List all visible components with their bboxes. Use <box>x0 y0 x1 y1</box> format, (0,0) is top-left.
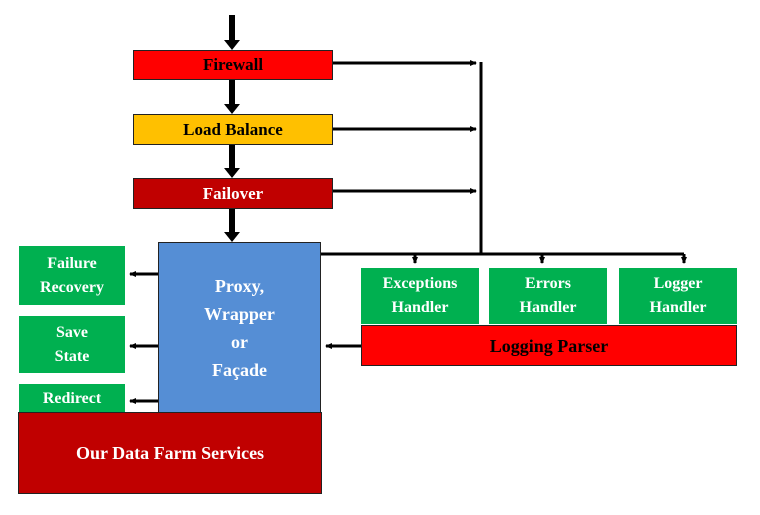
proxy-box: Proxy, Wrapper or Façade <box>158 242 321 414</box>
data-farm-services-label: Our Data Farm Services <box>75 443 265 463</box>
logger-handler-box: Logger Handler <box>619 268 737 324</box>
logging-parser-box: Logging Parser <box>361 325 737 366</box>
errors-handler-box: Errors Handler <box>489 268 607 324</box>
exceptions-handler-box: Exceptions Handler <box>361 268 479 324</box>
pipeline-arrows <box>224 15 240 242</box>
firewall-box: Firewall <box>133 50 333 80</box>
failover-box: Failover <box>133 178 333 209</box>
logging-parser-label: Logging Parser <box>489 335 609 356</box>
save-state-line-2: State <box>54 347 90 365</box>
errors-handler-line-1: Errors <box>525 275 571 292</box>
failover-label: Failover <box>202 183 264 203</box>
load-balance-box: Load Balance <box>133 114 333 145</box>
logger-handler-line-2: Handler <box>649 299 707 316</box>
data-farm-services-box: Our Data Farm Services <box>18 412 322 494</box>
proxy-line-4: Façade <box>212 360 267 380</box>
errors-handler-line-2: Handler <box>519 299 577 316</box>
redirect-label: Redirect <box>42 390 102 407</box>
load-balance-label: Load Balance <box>183 119 283 139</box>
save-state-box: Save State <box>19 316 125 373</box>
firewall-label: Firewall <box>202 55 264 74</box>
redirect-box: Redirect <box>19 384 125 414</box>
proxy-line-3: or <box>231 332 248 352</box>
exceptions-handler-line-1: Exceptions <box>382 275 458 292</box>
proxy-to-actions <box>129 271 361 404</box>
save-state-line-1: Save <box>56 323 88 341</box>
exceptions-handler-line-2: Handler <box>391 299 449 316</box>
proxy-line-1: Proxy, <box>214 276 265 296</box>
failure-recovery-line-1: Failure <box>47 254 97 272</box>
logging-bus <box>321 60 687 264</box>
proxy-line-2: Wrapper <box>204 304 275 324</box>
logger-handler-line-1: Logger <box>653 275 703 292</box>
failure-recovery-box: Failure Recovery <box>19 246 125 305</box>
failure-recovery-line-2: Recovery <box>40 278 104 296</box>
